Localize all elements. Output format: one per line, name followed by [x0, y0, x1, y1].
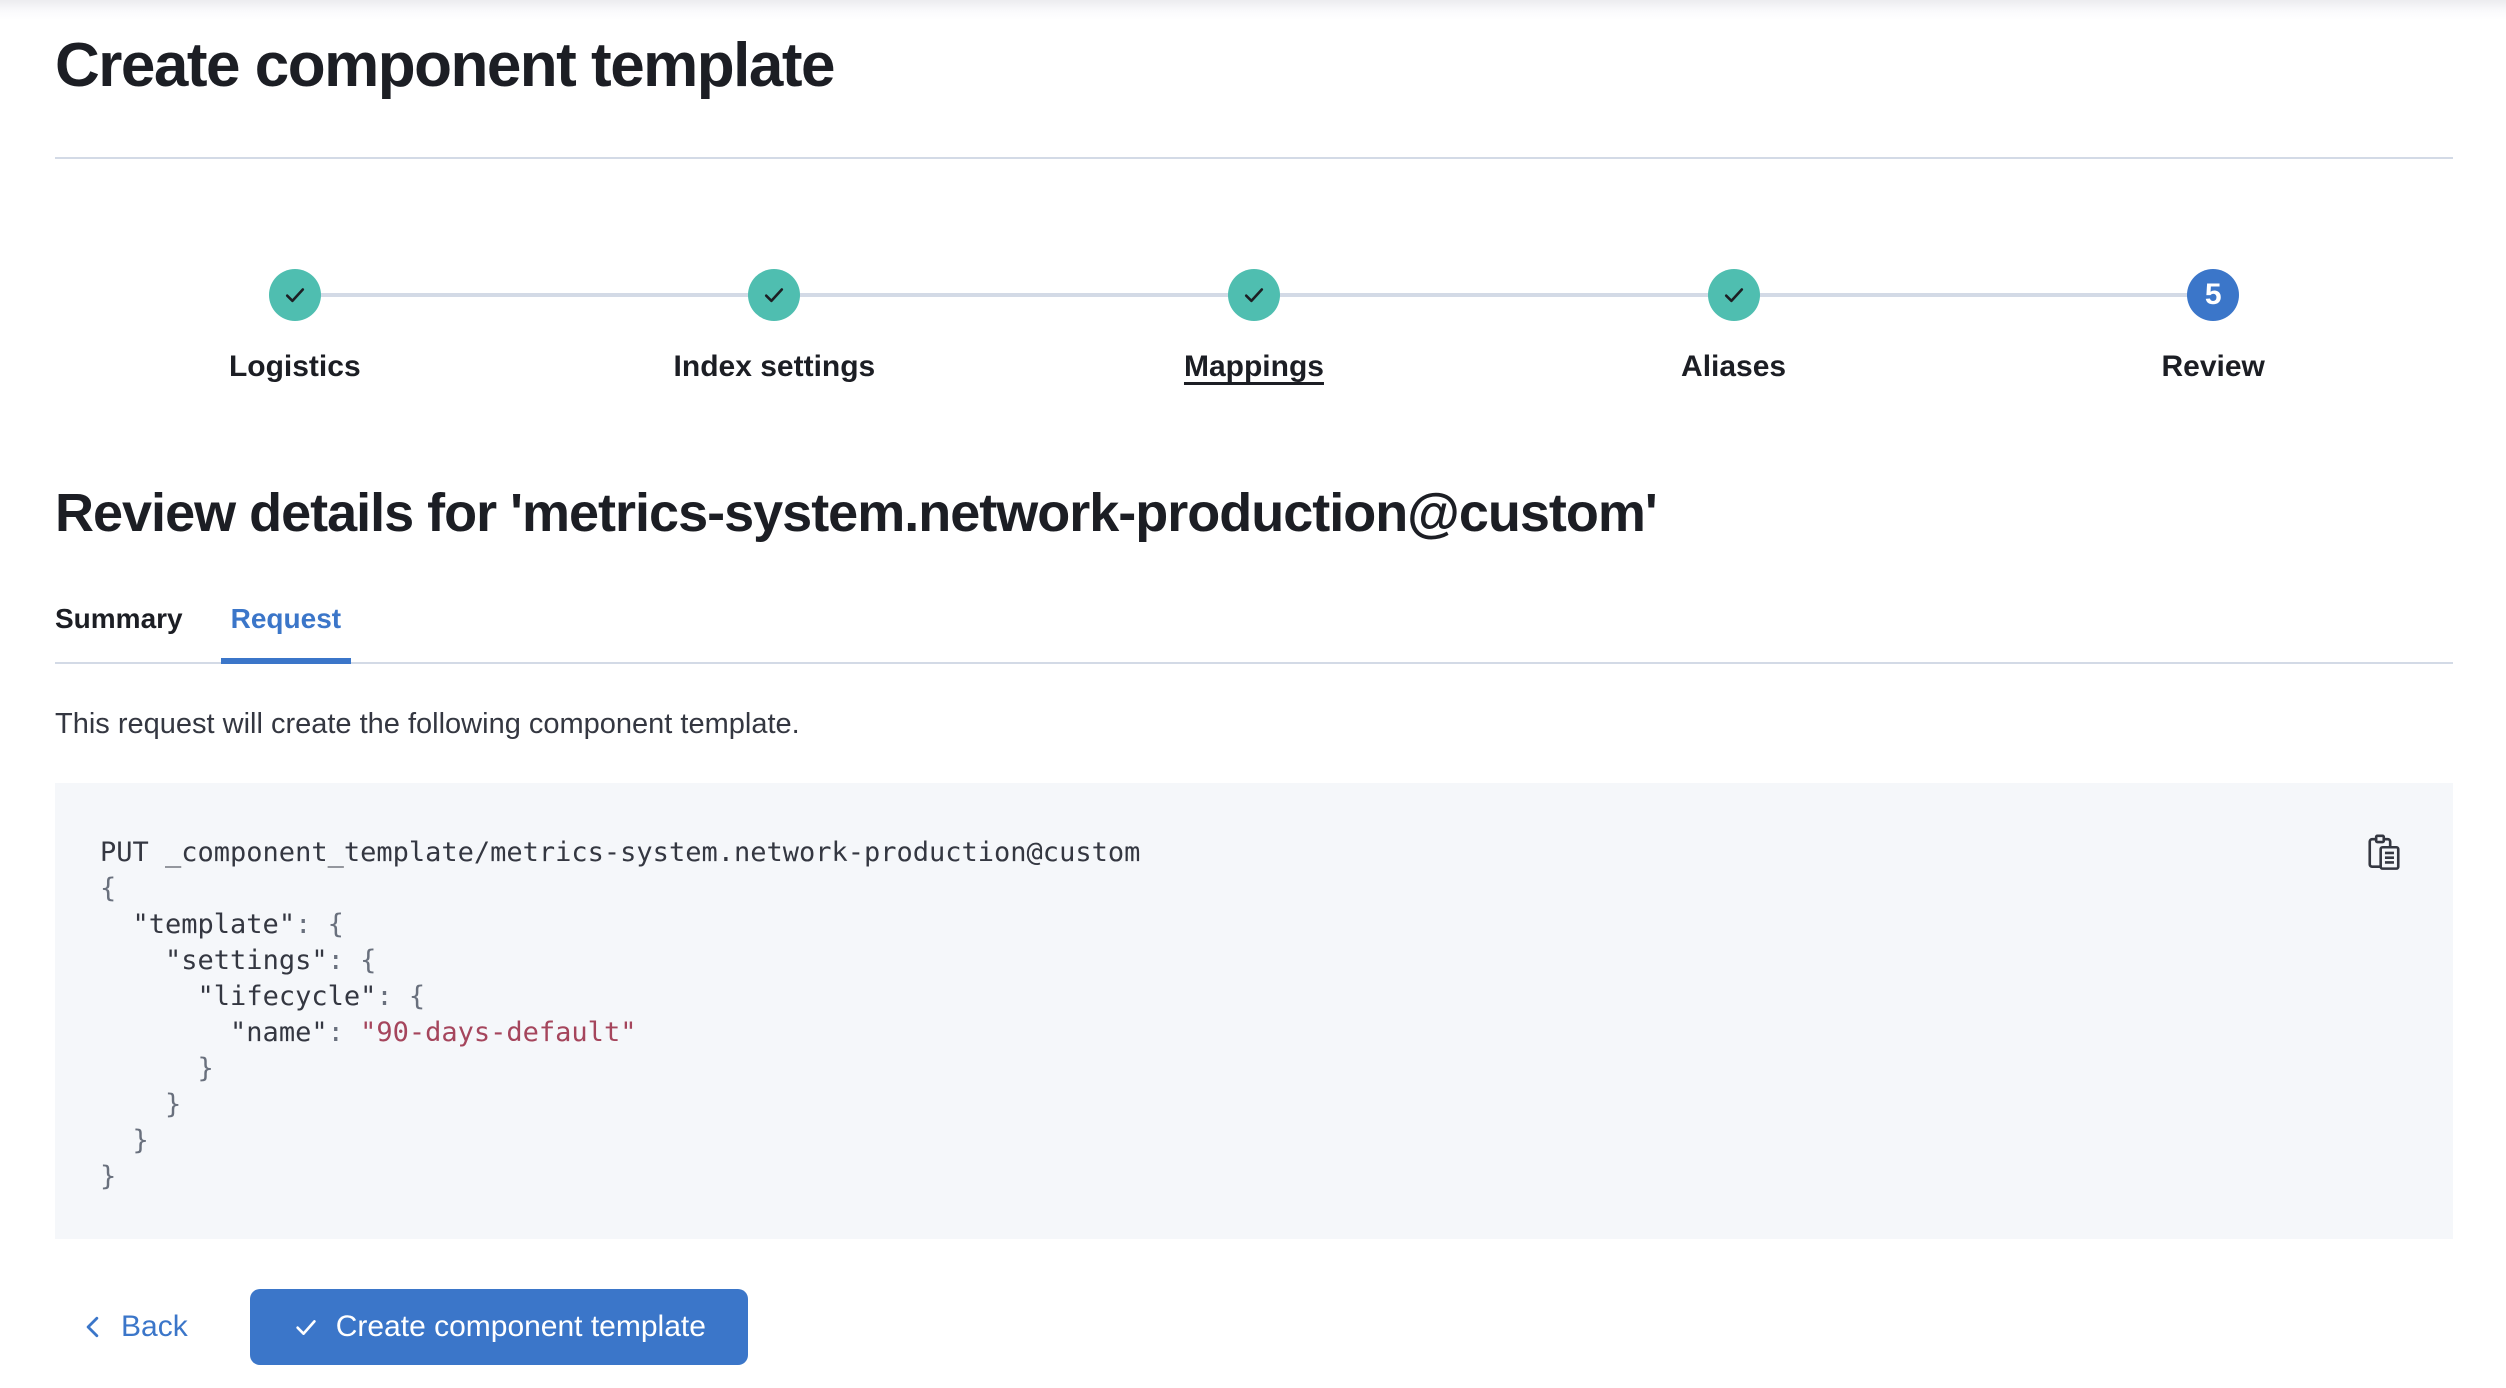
horizontal-stepper: Logistics Index settings Mappings Aliase…	[55, 269, 2453, 385]
step-complete-circle	[1707, 269, 1760, 322]
step-index-settings[interactable]: Index settings	[535, 269, 1015, 385]
step-label: Index settings	[673, 350, 876, 384]
step-complete-circle	[268, 269, 321, 322]
tab-summary[interactable]: Summary	[55, 602, 183, 662]
back-button[interactable]: Back	[79, 1310, 188, 1344]
code-line: }	[100, 1053, 214, 1085]
step-number: 5	[2204, 278, 2222, 312]
title-divider	[55, 157, 2453, 160]
tab-request[interactable]: Request	[220, 602, 352, 664]
code-line: "settings": {	[165, 945, 377, 977]
code-line: "name": "90-days-default"	[230, 1017, 637, 1049]
code-line: {	[100, 873, 117, 905]
code-line: "lifecycle": {	[197, 981, 426, 1013]
review-tabs: Summary Request	[55, 602, 2453, 664]
check-icon	[285, 288, 304, 303]
check-icon	[765, 288, 784, 303]
check-icon	[1724, 288, 1743, 303]
step-logistics[interactable]: Logistics	[55, 269, 535, 385]
code-line: PUT _component_template/metrics-system.n…	[100, 837, 1141, 869]
step-aliases[interactable]: Aliases	[1494, 269, 1974, 385]
request-code-block: PUT _component_template/metrics-system.n…	[55, 783, 2453, 1240]
step-label: Aliases	[1681, 350, 1787, 384]
code-line: }	[100, 1125, 149, 1157]
step-current-circle: 5	[2187, 269, 2240, 322]
code-content: PUT _component_template/metrics-system.n…	[100, 835, 2323, 1195]
copy-to-clipboard-button[interactable]	[2365, 833, 2403, 871]
code-line: }	[100, 1161, 117, 1193]
step-complete-circle	[748, 269, 801, 322]
step-review[interactable]: 5 Review	[1973, 269, 2453, 385]
wizard-footer: Back Create component template	[55, 1289, 2453, 1366]
request-description: This request will create the following c…	[55, 707, 800, 740]
step-mappings[interactable]: Mappings	[1014, 269, 1494, 385]
check-icon	[295, 1320, 316, 1336]
code-line: }	[100, 1089, 182, 1121]
chevron-left-icon	[86, 1317, 99, 1338]
step-label: Logistics	[228, 350, 361, 384]
create-button-label: Create component template	[335, 1310, 706, 1344]
top-scroll-shadow	[0, 0, 2506, 20]
step-label: Review	[2161, 350, 2265, 384]
code-line: "template": {	[132, 909, 344, 941]
step-label: Mappings	[1183, 350, 1324, 384]
create-component-template-button[interactable]: Create component template	[249, 1289, 748, 1366]
copy-clipboard-icon	[2368, 834, 2400, 871]
back-button-label: Back	[121, 1310, 188, 1344]
page-title: Create component template	[55, 31, 836, 100]
step-complete-circle	[1227, 269, 1280, 322]
check-icon	[1244, 288, 1264, 303]
create-component-template-page: Create component template Logistics Inde…	[0, 30, 2506, 1366]
review-details-heading: Review details for 'metrics-system.netwo…	[55, 483, 1658, 544]
